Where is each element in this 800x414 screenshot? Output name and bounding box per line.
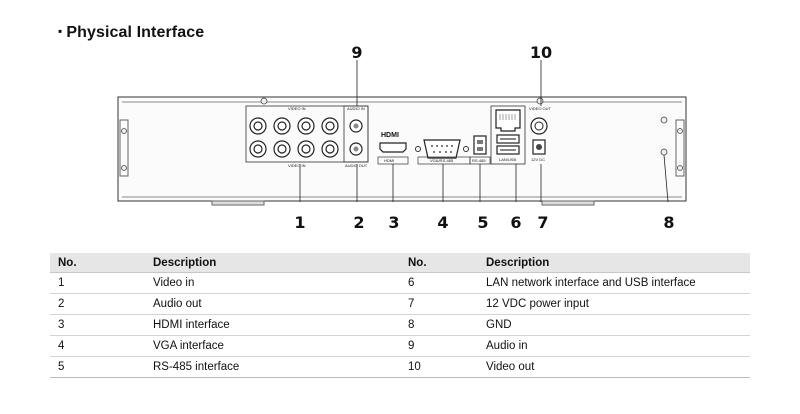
cell-no: 3 <box>50 314 145 336</box>
audio-out-label: AUDIO OUT <box>345 163 368 168</box>
header-no: No. <box>400 253 478 273</box>
cell-no: 6 <box>400 272 478 294</box>
heading-bullet: ▪ <box>58 24 63 38</box>
callout-7: 7 <box>537 213 548 232</box>
cell-description: RS-485 interface <box>145 356 400 378</box>
cell-description: LAN network interface and USB interface <box>478 272 750 294</box>
cell-description: Video in <box>145 272 400 294</box>
cell-no: 10 <box>400 356 478 378</box>
section-heading: ▪Physical Interface <box>58 24 204 42</box>
vga-block: VGA/RS-485 <box>415 139 471 165</box>
cell-no: 1 <box>50 272 145 294</box>
cell-description: 12 VDC power input <box>478 293 750 315</box>
video-out-label: VIDEO OUT <box>529 106 552 111</box>
callout-2: 2 <box>353 213 364 232</box>
table-row: 4 VGA interface 9 Audio in <box>50 335 750 357</box>
table-row: 3 HDMI interface 8 GND <box>50 314 750 336</box>
heading-title: Physical Interface <box>66 24 205 41</box>
callout-3: 3 <box>388 213 399 232</box>
power-label: 12V DC <box>531 157 545 162</box>
callout-5: 5 <box>477 213 488 232</box>
leader-lines <box>299 60 669 203</box>
table-header-row: No. Description No. Description <box>50 253 750 273</box>
callout-9: 9 <box>351 43 362 62</box>
cell-description: Video out <box>478 356 750 378</box>
lan-usb-label: LAN/USB <box>499 157 516 162</box>
video-in-top-label: VIDEO IN <box>288 106 306 111</box>
hdmi-logo: HDMI <box>381 132 399 139</box>
cell-no: 8 <box>400 314 478 336</box>
table-row: 5 RS-485 interface 10 Video out <box>50 356 750 378</box>
callout-1: 1 <box>294 213 305 232</box>
cell-description: HDMI interface <box>145 314 400 336</box>
cell-description: Audio in <box>478 335 750 357</box>
cell-description: VGA interface <box>145 335 400 357</box>
rear-panel-diagram: VIDEO IN VIDEO IN AUDIO IN AUDIO OUT HDM… <box>117 43 687 232</box>
rs485-block: RS-485 <box>469 135 491 165</box>
audio-in-label: AUDIO IN <box>347 106 365 111</box>
callout-8: 8 <box>663 213 674 232</box>
screws <box>121 97 683 171</box>
interface-table: No. Description No. Description 1 Video … <box>50 253 750 378</box>
hdmi-label: HDMI <box>384 158 394 163</box>
vga-label: VGA/RS-485 <box>430 158 454 163</box>
cell-no: 2 <box>50 293 145 315</box>
callout-4: 4 <box>437 213 448 232</box>
callout-10: 10 <box>530 43 552 62</box>
rs485-label: RS-485 <box>472 158 486 163</box>
table-row: 2 Audio out 7 12 VDC power input <box>50 293 750 315</box>
video-out-power-block: VIDEO OUT 12V DC <box>529 106 552 162</box>
video-in-bottom-label: VIDEO IN <box>288 163 306 168</box>
audio-block: AUDIO IN AUDIO OUT <box>343 105 369 168</box>
cell-no: 4 <box>50 335 145 357</box>
callout-6: 6 <box>510 213 521 232</box>
cell-no: 5 <box>50 356 145 378</box>
cell-no: 7 <box>400 293 478 315</box>
table-row: 1 Video in 6 LAN network interface and U… <box>50 272 750 294</box>
header-description: Description <box>478 253 750 273</box>
cell-description: GND <box>478 314 750 336</box>
cell-description: Audio out <box>145 293 400 315</box>
lan-usb-block: LAN/USB <box>490 105 526 165</box>
header-description: Description <box>145 253 400 273</box>
hdmi-block: HDMI HDMI <box>377 132 409 165</box>
header-no: No. <box>50 253 145 273</box>
cell-no: 9 <box>400 335 478 357</box>
